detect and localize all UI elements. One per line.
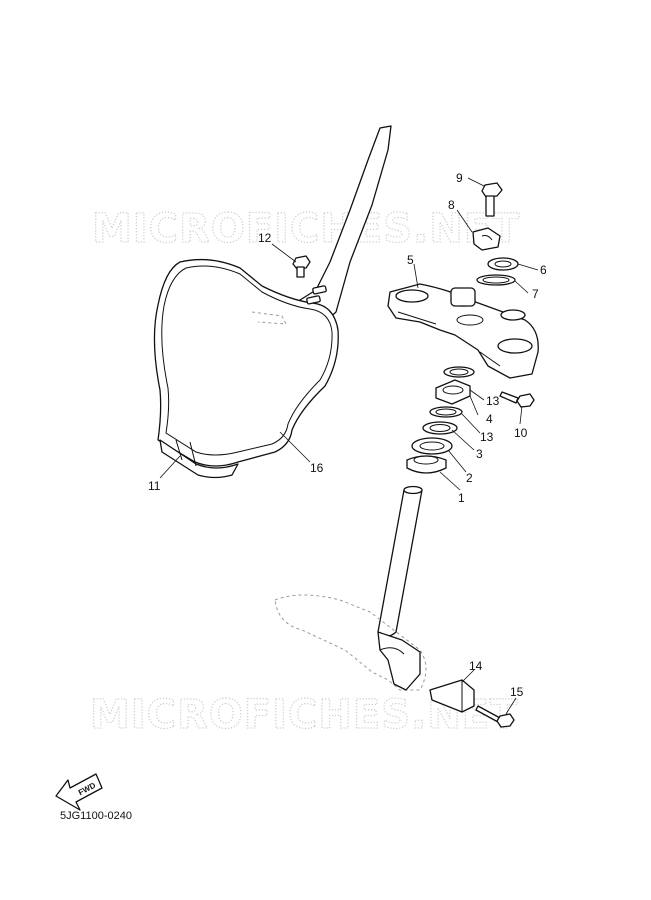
callout-11: 11 (148, 479, 161, 493)
part-8 (472, 227, 501, 251)
bolt-9 (481, 182, 503, 217)
washer-7 (476, 274, 516, 286)
number-plate (153, 125, 392, 479)
callout-14: 14 (469, 659, 483, 673)
callout-13-upper: 13 (486, 394, 500, 408)
washer-6 (487, 257, 519, 271)
callout-15: 15 (510, 685, 524, 699)
fwd-arrow-icon: FWD (55, 773, 103, 811)
bolt-12 (292, 255, 311, 278)
callout-4: 4 (486, 412, 493, 426)
nut-4 (435, 379, 471, 405)
callout-1: 1 (458, 491, 465, 505)
diagram-code: 5JG1100-0240 (60, 810, 132, 822)
bearing-3 (422, 421, 458, 435)
bolt-10 (499, 391, 535, 408)
callout-10: 10 (514, 426, 528, 440)
callout-5: 5 (407, 253, 414, 267)
callout-3: 3 (476, 447, 483, 461)
callout-9: 9 (456, 171, 463, 185)
callout-13-lower: 13 (480, 430, 494, 444)
callout-2: 2 (466, 471, 473, 485)
leader-lines (159, 177, 539, 715)
washer-13-lower (429, 406, 463, 418)
callout-7: 7 (532, 287, 539, 301)
callout-8: 8 (448, 198, 455, 212)
watermark-top: MICROFICHES.NET (92, 206, 520, 252)
callout-16: 16 (310, 461, 324, 475)
upper-bracket (387, 283, 539, 379)
bearing-1 (406, 455, 447, 474)
bearing-2 (411, 437, 453, 455)
clamp-14 (429, 679, 475, 713)
bolt-15 (475, 705, 515, 728)
ring-nut-13-upper (443, 366, 475, 378)
steering-stem (274, 485, 427, 691)
callout-labels: 9 8 5 6 7 12 10 13 4 13 3 2 1 11 16 14 1… (148, 171, 547, 699)
callout-6: 6 (540, 263, 547, 277)
callout-12: 12 (258, 231, 272, 245)
